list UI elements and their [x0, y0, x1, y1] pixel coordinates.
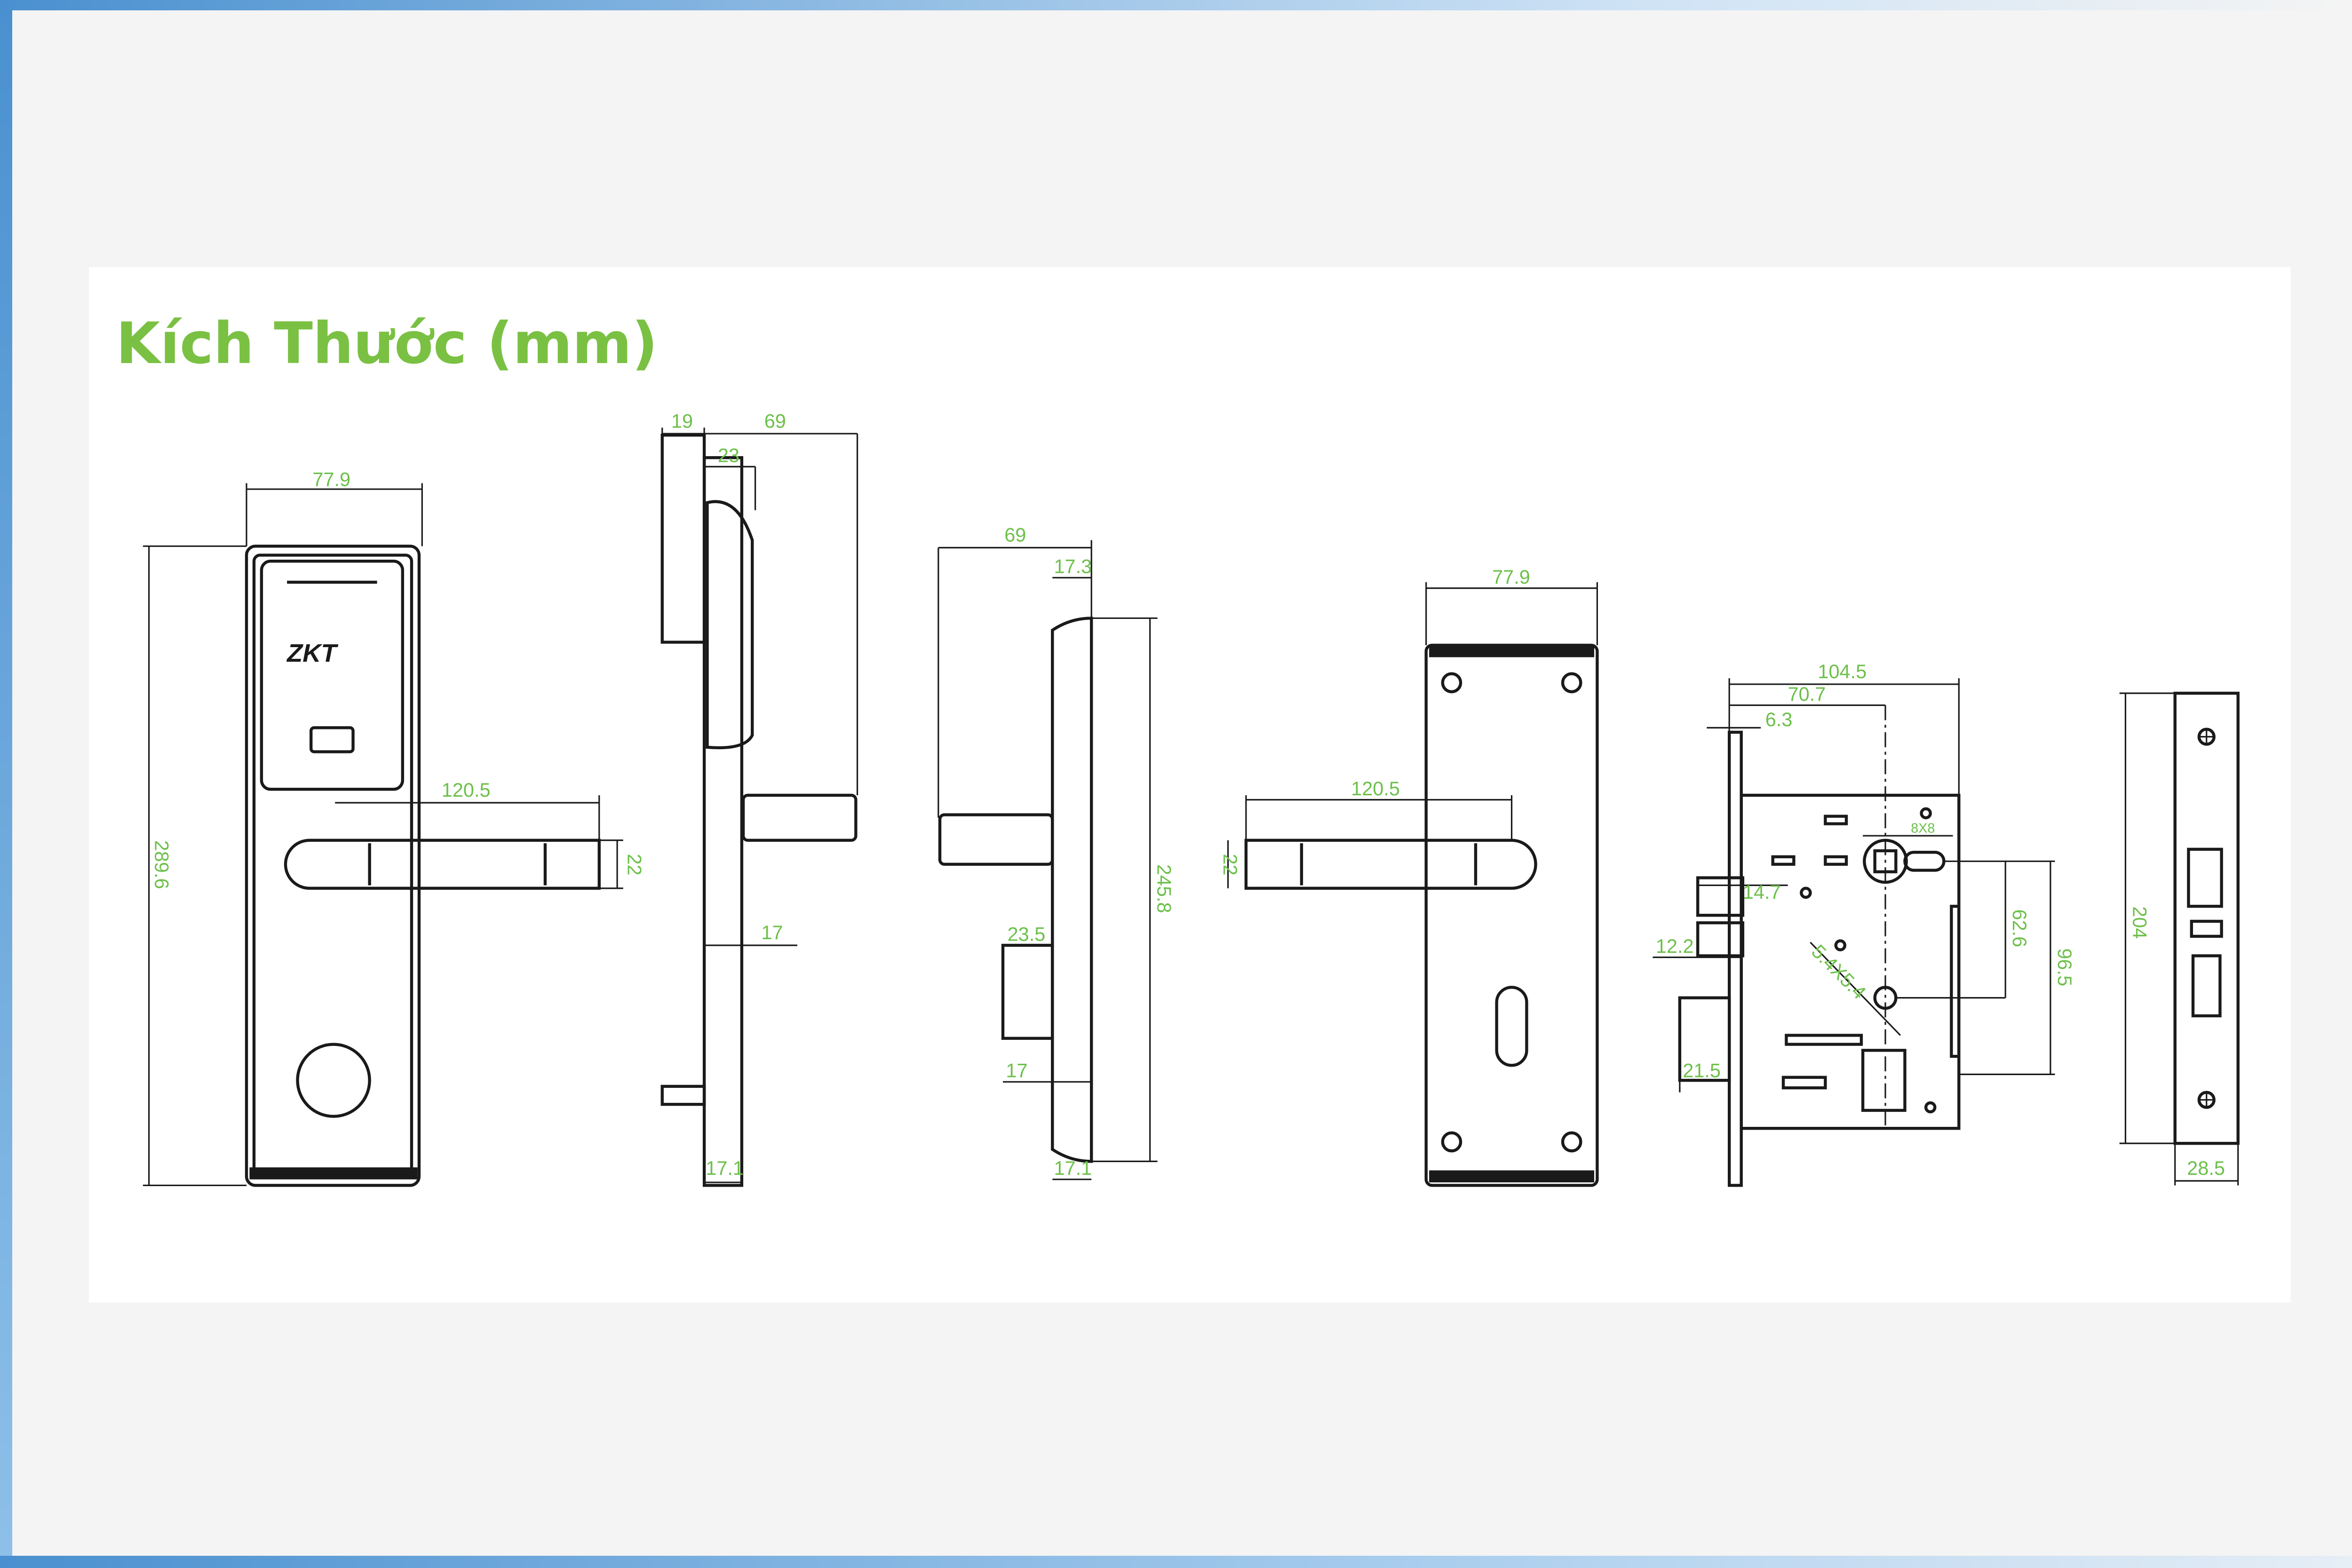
- back-view: 77.9 120.5 22: [1219, 566, 1599, 1187]
- dimension-label: 120.5: [442, 779, 491, 801]
- dimension-label: 69: [1004, 524, 1026, 546]
- lever-handle: [284, 839, 601, 890]
- dimension-label: 17.3: [1054, 555, 1092, 578]
- dimension-label: 28.5: [2187, 1157, 2225, 1179]
- frame-top-border: [0, 0, 2352, 10]
- dimension-label: 104.5: [1818, 660, 1867, 682]
- side-view: 19 69 23 17 17.1: [660, 410, 858, 1187]
- dimension-label: 70.7: [1788, 683, 1826, 705]
- dimension-label: 6.3: [1765, 708, 1793, 730]
- zkteco-logo: ZKT: [286, 639, 338, 667]
- dimension-label: 22: [623, 854, 645, 875]
- dimension-label: 77.9: [312, 468, 350, 491]
- frame-left-border: [0, 0, 12, 1568]
- dimension-label: 21.5: [1683, 1060, 1721, 1082]
- dimension-label: 17.1: [706, 1157, 744, 1179]
- keyhole: [1495, 986, 1528, 1067]
- dimension-label: 22: [1219, 854, 1241, 875]
- dimension-label: 120.5: [1351, 777, 1400, 800]
- page-title: Kích Thước (mm): [116, 310, 658, 377]
- dimension-label: 23: [718, 444, 739, 467]
- dimension-label: 19: [671, 410, 693, 432]
- dimension-label: 8X8: [1911, 821, 1935, 836]
- dimension-label: 62.6: [2009, 909, 2031, 947]
- dimension-label: 17: [1006, 1060, 1027, 1082]
- dimension-label: 204: [2129, 906, 2151, 939]
- faceplate-view: 204 28.5: [2119, 691, 2240, 1186]
- dimension-label: 14.7: [1743, 881, 1781, 903]
- dimension-label: 17: [761, 921, 783, 943]
- dimension-label: 245.8: [1153, 864, 1176, 913]
- card-reader: [260, 560, 405, 791]
- dimension-label: 77.9: [1492, 566, 1530, 588]
- card-icon: [310, 726, 355, 753]
- dimension-label: 289.6: [151, 840, 173, 889]
- back-side-view: 69 17.3 245.8 23.5 17 17.1: [938, 524, 1176, 1180]
- dimension-label: 96.5: [2054, 948, 2076, 986]
- frame-bottom-border: [0, 1556, 2352, 1568]
- dimension-label: 17.1: [1054, 1157, 1092, 1179]
- dimension-label: 69: [764, 410, 786, 432]
- dimension-label: 12.2: [1656, 935, 1694, 957]
- front-view: ZKT 77.9 289.6 120.5 22: [143, 468, 645, 1187]
- dimension-label: 23.5: [1008, 923, 1046, 945]
- keyhole-cover: [296, 1043, 371, 1118]
